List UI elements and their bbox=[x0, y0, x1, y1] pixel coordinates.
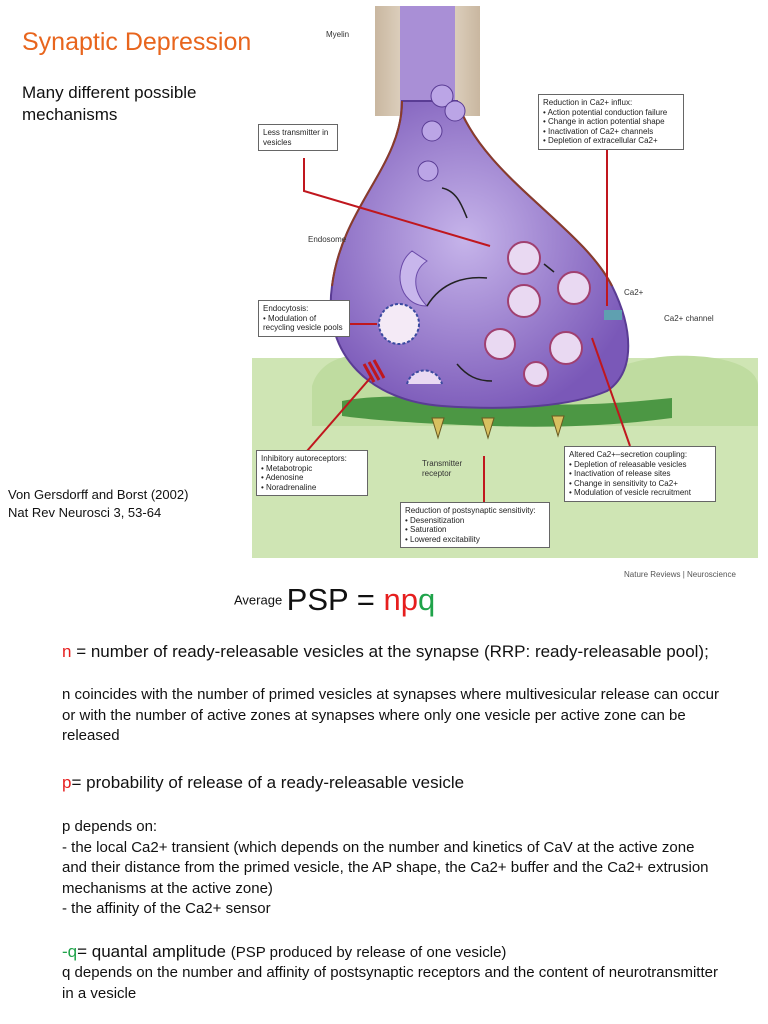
q-definition: -q= quantal amplitude (PSP produced by r… bbox=[62, 940, 722, 964]
equation-p: p bbox=[400, 582, 418, 617]
slide-title: Synaptic Depression bbox=[22, 28, 252, 56]
coupling-title: Altered Ca2+–secretion coupling: bbox=[569, 450, 688, 459]
citation-line-2: Nat Rev Neurosci 3, 53-64 bbox=[8, 505, 162, 520]
receptor-shape bbox=[431, 417, 445, 440]
coupling-box: Altered Ca2+–secretion coupling: • Deple… bbox=[564, 446, 716, 502]
p-definition: p= probability of release of a ready-rel… bbox=[62, 771, 722, 794]
psp-equation: Average PSP = npq bbox=[234, 582, 435, 618]
n-detail: n coincides with the number of primed ve… bbox=[62, 686, 719, 744]
coupling-item: • Modulation of vesicle recruitment bbox=[569, 488, 691, 497]
q-symbol: -q bbox=[62, 942, 78, 961]
ca2-label: Ca2+ bbox=[624, 288, 644, 297]
transmitter-receptor-label: Transmitter receptor bbox=[422, 459, 463, 478]
q-definition-paren: (PSP produced by release of one vesicle) bbox=[230, 944, 507, 961]
coupling-item: • Change in sensitivity to Ca2+ bbox=[569, 478, 678, 488]
ca-influx-title: Reduction in Ca2+ influx: bbox=[543, 98, 633, 107]
slide-subtitle: Many different possible mechanisms bbox=[22, 83, 197, 124]
postsynaptic-box: Reduction of postsynaptic sensitivity: •… bbox=[400, 502, 550, 548]
endosome-label: Endosome bbox=[308, 235, 347, 244]
vesicle bbox=[430, 84, 454, 108]
vesicle bbox=[507, 241, 541, 275]
autoreceptors-box: Inhibitory autoreceptors: • Metabotropic… bbox=[256, 450, 368, 496]
endocytic-vesicle bbox=[378, 303, 420, 345]
vesicle bbox=[417, 160, 439, 182]
vesicle bbox=[507, 284, 541, 318]
ca-influx-item: • Depletion of extracellular Ca2+ bbox=[543, 136, 658, 145]
myelin-label: Myelin bbox=[326, 30, 350, 39]
terminal-outline-left bbox=[331, 100, 403, 287]
p-depends-item: - the affinity of the Ca2+ sensor bbox=[62, 900, 271, 917]
p-depends-heading: p depends on: bbox=[62, 818, 158, 835]
coupling-item: • Depletion of releasable vesicles bbox=[569, 459, 687, 469]
endocytic-pit bbox=[406, 369, 443, 385]
n-symbol: n bbox=[62, 642, 72, 661]
terminal-outline-right bbox=[456, 100, 613, 287]
vesicle bbox=[523, 361, 549, 387]
autoreceptors-item: • Noradrenaline bbox=[261, 482, 317, 492]
vesicle bbox=[557, 271, 591, 305]
endocytosis-title: Endocytosis: bbox=[263, 304, 309, 313]
p-definition-text: = probability of release of a ready-rele… bbox=[71, 773, 465, 792]
ca-influx-box: Reduction in Ca2+ influx: • Action poten… bbox=[538, 94, 684, 150]
equation-lhs: PSP = bbox=[286, 582, 384, 617]
postsynaptic-title: Reduction of postsynaptic sensitivity: bbox=[405, 506, 536, 515]
journal-credit: Nature Reviews | Neuroscience bbox=[624, 570, 736, 579]
receptor-shape bbox=[551, 415, 565, 438]
citation: Von Gersdorff and Borst (2002) Nat Rev N… bbox=[8, 486, 188, 522]
endocytosis-item: • Modulation of recycling vesicle pools bbox=[263, 313, 343, 333]
postsynaptic-item: • Desensitization bbox=[405, 515, 465, 525]
ca-influx-item: • Action potential conduction failure bbox=[543, 107, 668, 117]
autoreceptors-item: • Metabotropic bbox=[261, 463, 313, 473]
receptor-shape bbox=[481, 417, 495, 440]
p-depends: p depends on: - the local Ca2+ transient… bbox=[62, 817, 722, 920]
equation-average-label: Average bbox=[234, 592, 283, 608]
synaptic-depression-figure: Myelin Endosome Ca2+ Ca2+ channel Transm… bbox=[252, 6, 758, 579]
q-definition-text: = quantal amplitude bbox=[77, 942, 231, 961]
ca-influx-item: • Change in action potential shape bbox=[543, 117, 665, 126]
p-depends-item: - the local Ca2+ transient (which depend… bbox=[62, 838, 709, 897]
endocytosis-box: Endocytosis: • Modulation of recycling v… bbox=[258, 300, 350, 337]
coupling-item: • Inactivation of release sites bbox=[569, 469, 671, 478]
ca2-channel-shape bbox=[604, 310, 622, 320]
n-definition-text: = number of ready-releasable vesicles at… bbox=[71, 642, 709, 661]
synapse-illustration bbox=[252, 6, 758, 558]
citation-line-1: Von Gersdorff and Borst (2002) bbox=[8, 487, 189, 502]
postsynaptic-item: • Lowered excitability bbox=[405, 534, 480, 544]
autoreceptors-item: • Adenosine bbox=[261, 473, 304, 482]
postsynaptic-item: • Saturation bbox=[405, 525, 447, 534]
vesicle bbox=[421, 120, 443, 142]
equation-n: n bbox=[383, 582, 401, 617]
less-transmitter-label: Less transmitter in vesicles bbox=[258, 124, 338, 151]
endosome-shape bbox=[399, 250, 429, 307]
autoreceptor-shape bbox=[362, 359, 386, 383]
q-detail: q depends on the number and affinity of … bbox=[62, 964, 718, 1002]
autoreceptors-title: Inhibitory autoreceptors: bbox=[261, 454, 347, 463]
n-definition: n = number of ready-releasable vesicles … bbox=[62, 640, 722, 663]
vesicle bbox=[484, 328, 516, 360]
ca-influx-item: • Inactivation of Ca2+ channels bbox=[543, 126, 654, 136]
p-symbol: p bbox=[62, 773, 72, 792]
vesicle bbox=[444, 100, 466, 122]
ca2-channel-label: Ca2+ channel bbox=[664, 314, 714, 323]
black-arrows bbox=[426, 187, 555, 382]
vesicle bbox=[549, 331, 583, 365]
equation-q: q bbox=[417, 582, 436, 617]
